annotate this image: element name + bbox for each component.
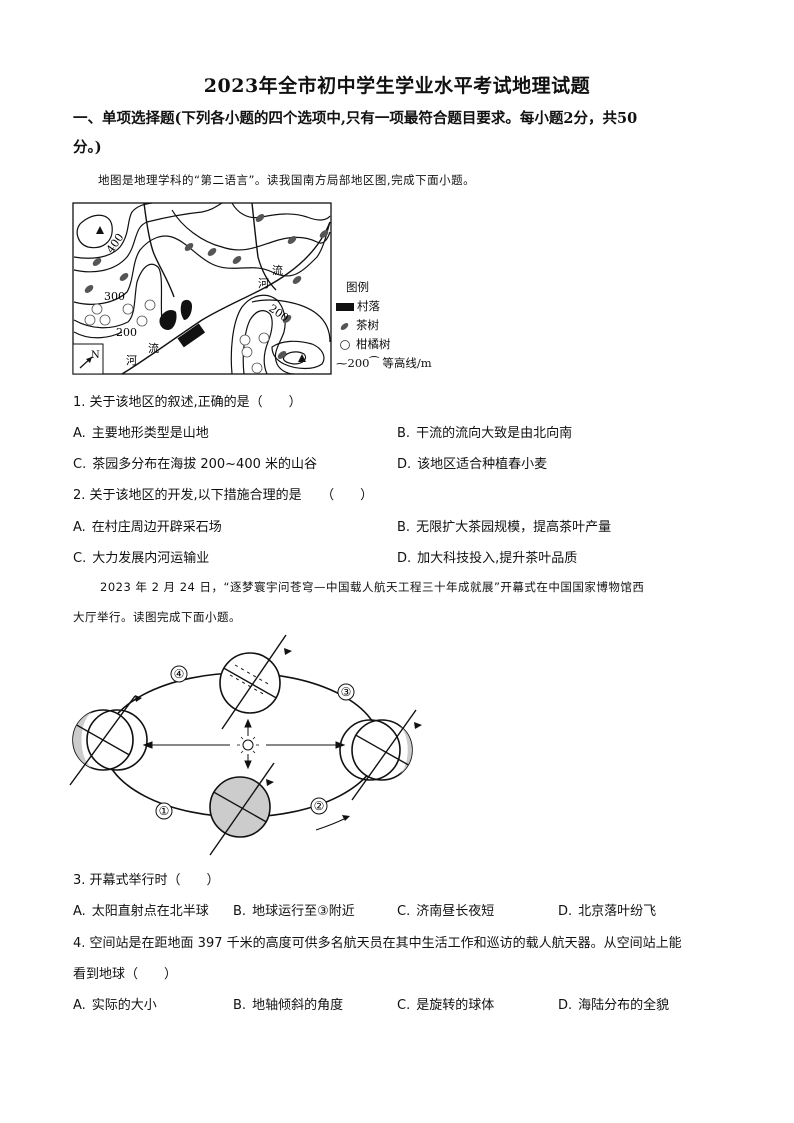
q3-option-a[interactable]: A.太阳直射点在北半球 (73, 904, 209, 919)
peak-icon (96, 226, 104, 234)
passage-orbit-intro-line1: 2023 年 2 月 24 日，“逐梦寰宇问苍穹—中国载人航天工程三十年成就展”… (100, 580, 645, 594)
q2-option-c[interactable]: C.大力发展内河运输业 (73, 551, 210, 566)
orange-tree-icon (340, 340, 350, 350)
svg-text:③: ③ (341, 685, 352, 699)
orbit-direction-arrow-icon (342, 815, 350, 821)
contour-label-200: 200 (116, 326, 137, 339)
section-heading-line2: 分。) (73, 139, 102, 156)
tea-leaf-icon (339, 321, 350, 332)
q4-option-d[interactable]: D.海陆分布的全貌 (558, 998, 670, 1013)
river-label: 流 (272, 263, 283, 277)
q3-option-c[interactable]: C.济南昼长夜短 (397, 904, 495, 919)
position-labels: ④ ③ ① ② (155, 665, 355, 820)
contour-line-icon: ⁓ (336, 356, 348, 370)
q3-option-d[interactable]: D.北京落叶纷飞 (558, 904, 657, 919)
passage-orbit-intro-line2: 大厅举行。读图完成下面小题。 (73, 610, 241, 624)
legend-item-contour: ⁓200⁀ 等高线/m (336, 356, 432, 370)
question-4-stem-line1: 4. 空间站是在距地面 397 千米的高度可供多名航天员在其中生活工作和巡访的载… (73, 936, 682, 951)
legend-item-orange: 柑橘树 (336, 335, 432, 354)
earth-orbit-diagram: ④ ③ ① ② (69, 634, 422, 856)
legend-item-tea: 茶树 (336, 316, 432, 335)
orange-tree-icons (84, 299, 270, 374)
earth-bottom (209, 762, 275, 856)
north-label: N (91, 350, 100, 361)
question-4-stem-line2: 看到地球（ ） (73, 967, 178, 982)
q1-option-c[interactable]: C.茶园多分布在海拔 200~400 米的山谷 (73, 457, 318, 472)
earth-right (339, 709, 422, 801)
svg-text:④: ④ (174, 667, 185, 681)
legend-item-village: 村落 (336, 297, 432, 316)
sun-icon (237, 736, 259, 754)
question-3-stem: 3. 开幕式举行时（ ） (73, 873, 220, 888)
map-legend: 图例 村落 茶树 柑橘树 ⁓200⁀ 等高线/m (336, 278, 432, 373)
q1-option-d[interactable]: D.该地区适合种植春小麦 (397, 457, 548, 472)
q4-option-a[interactable]: A.实际的大小 (73, 998, 157, 1013)
q1-option-b[interactable]: B.干流的流向大致是由北向南 (397, 426, 573, 441)
q3-option-b[interactable]: B.地球运行至③附近 (233, 904, 355, 919)
earth-left (69, 695, 148, 786)
village-block-icon (336, 303, 354, 311)
section-heading: 一、单项选择题(下列各小题的四个选项中,只有一项最符合题目要求。每小题2分，共5… (73, 104, 733, 162)
passage-map-intro: 地图是地理学科的“第二语言”。读我国南方局部地区图,完成下面小题。 (98, 173, 476, 187)
q1-option-a[interactable]: A.主要地形类型是山地 (73, 426, 209, 441)
village-icon (177, 323, 206, 348)
question-1-stem: 1. 关于该地区的叙述,正确的是（ ） (73, 395, 302, 410)
village-icon (180, 299, 192, 320)
page-title: 2023年全市初中学生学业水平考试地理试题 (203, 75, 591, 97)
river-label: 河 (258, 277, 269, 290)
question-2-stem: 2. 关于该地区的开发,以下措施合理的是 （ ） (73, 488, 374, 503)
topographic-map: 400 300 200 200 河 流 河 流 N (72, 202, 332, 375)
q4-option-b[interactable]: B.地轴倾斜的角度 (233, 998, 344, 1013)
svg-text:②: ② (314, 799, 325, 813)
village-icon (159, 310, 177, 330)
q2-option-a[interactable]: A.在村庄周边开辟采石场 (73, 520, 222, 535)
legend-title: 图例 (346, 280, 369, 294)
contour-label-300: 300 (104, 290, 125, 303)
earth-top (219, 634, 292, 730)
river-label: 流 (148, 341, 159, 355)
tea-tree-icons (84, 214, 329, 359)
river-label: 河 (126, 354, 137, 367)
contour-hill-top-left (76, 214, 113, 249)
section-heading-line1: 一、单项选择题(下列各小题的四个选项中,只有一项最符合题目要求。每小题2分，共5… (73, 110, 638, 127)
q2-option-d[interactable]: D.加大科技投入,提升茶叶品质 (397, 551, 578, 566)
q4-option-c[interactable]: C.是旋转的球体 (397, 998, 495, 1013)
peak-icon (298, 354, 306, 362)
svg-text:①: ① (159, 804, 170, 818)
q2-option-b[interactable]: B.无限扩大茶园规模，提高茶叶产量 (397, 520, 612, 535)
